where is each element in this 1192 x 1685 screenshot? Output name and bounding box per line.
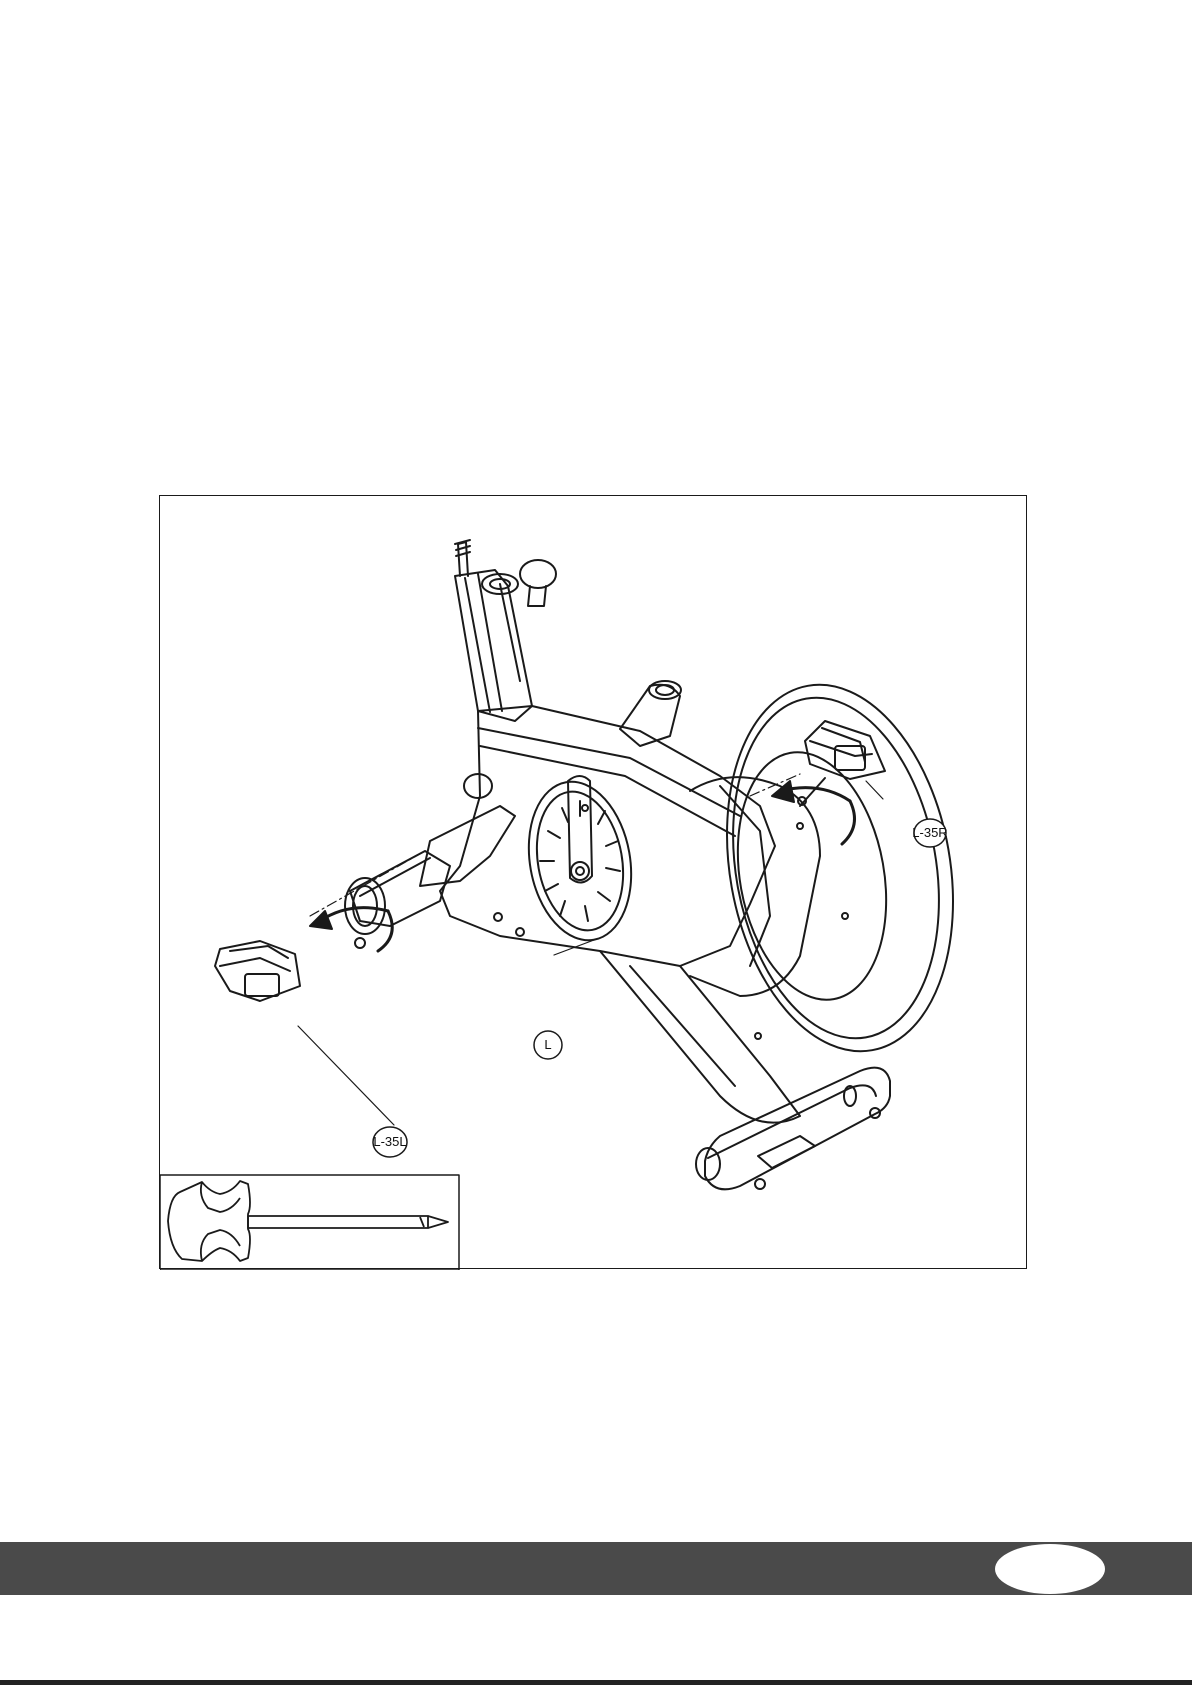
callout-label-l35r: L-35R — [912, 825, 947, 840]
callout-left-pedal: L-35L — [373, 1127, 407, 1157]
assembly-figure: L-35R L L-35L — [159, 495, 1027, 1269]
rotate-arrow-icon — [310, 908, 392, 951]
pedal-left — [215, 941, 300, 1001]
page-number-badge — [995, 1544, 1105, 1594]
callout-label-l35l: L-35L — [373, 1134, 406, 1149]
pedal-wrench-icon — [168, 1181, 448, 1261]
exercise-bike-drawing: L-35R L L-35L — [160, 496, 1028, 1270]
callout-frame: L — [534, 1031, 562, 1059]
callout-label-l: L — [544, 1037, 551, 1052]
pedal-right — [798, 721, 885, 806]
front-stabilizer — [696, 1068, 890, 1190]
main-frame — [310, 540, 980, 1123]
callout-right-pedal: L-35R — [912, 819, 947, 847]
bottom-rule — [0, 1680, 1192, 1685]
